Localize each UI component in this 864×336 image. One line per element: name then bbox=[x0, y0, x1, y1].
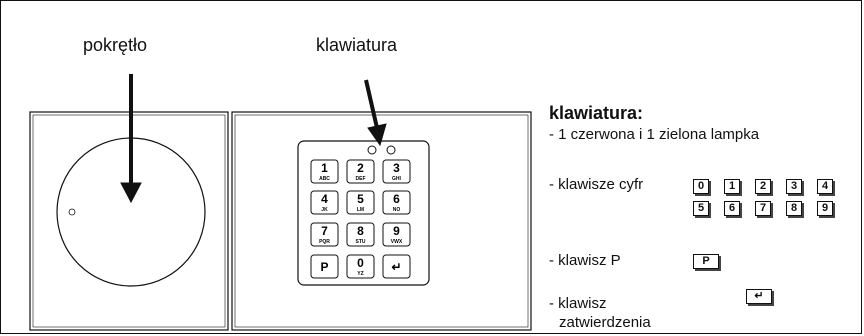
keypad-key-label: 1 bbox=[321, 161, 328, 175]
keypad-key-label: 8 bbox=[357, 224, 364, 238]
keypad-key-cap bbox=[382, 190, 411, 215]
keypad-arrow bbox=[364, 79, 387, 147]
keypad-key: 6NO bbox=[382, 190, 411, 215]
legend-enter-label-1: - klawisz bbox=[549, 295, 607, 312]
keypad-key-letters: VWX bbox=[391, 239, 403, 245]
red-lamp bbox=[367, 145, 377, 155]
keypad-key-cap bbox=[346, 254, 375, 279]
keypad-key-cap bbox=[310, 190, 339, 215]
keypad-key-cap bbox=[310, 159, 339, 184]
legend-enter-key: ↵ bbox=[746, 289, 772, 304]
legend-lamps: - 1 czerwona i 1 zielona lampka bbox=[549, 126, 760, 143]
keypad-key-letters: GHI bbox=[392, 176, 402, 182]
keypad-key-cap bbox=[346, 159, 375, 184]
keypad-panel-inner bbox=[234, 114, 529, 328]
keypad-key-cap bbox=[346, 222, 375, 247]
keypad-key-cap bbox=[382, 254, 411, 279]
dial-arrow bbox=[120, 74, 142, 204]
legend-digit-key: 3 bbox=[786, 179, 802, 194]
keypad-key-letters: PQR bbox=[319, 239, 330, 245]
legend-digits-label: - klawisze cyfr bbox=[549, 176, 644, 193]
keypad-key: 4JK bbox=[310, 190, 339, 215]
dial-label: pokrętło bbox=[83, 35, 148, 55]
keypad-key: ↵ bbox=[382, 254, 411, 279]
keypad-key-label: P bbox=[320, 260, 328, 274]
legend-p-label: - klawisz P bbox=[549, 252, 621, 269]
keypad-label: klawiatura bbox=[316, 35, 398, 55]
keypad-key-label: 6 bbox=[393, 192, 400, 206]
keypad-key-label: ↵ bbox=[391, 260, 401, 274]
keypad-key-letters: LM bbox=[357, 207, 364, 213]
keypad-key: 5LM bbox=[346, 190, 375, 215]
keypad-key-label: 9 bbox=[393, 224, 400, 238]
dial-marker bbox=[68, 208, 76, 216]
legend-title: klawiatura: bbox=[549, 103, 644, 123]
keypad-key-label: 4 bbox=[321, 192, 328, 206]
keypad-panel bbox=[231, 111, 532, 331]
legend-digit-key: 6 bbox=[724, 201, 740, 216]
keypad-key: P bbox=[310, 254, 339, 279]
legend-digit-key: 2 bbox=[755, 179, 771, 194]
legend-digit-key: 0 bbox=[693, 179, 709, 194]
keypad-key-label: 3 bbox=[393, 161, 400, 175]
legend-digit-key: 7 bbox=[755, 201, 771, 216]
legend-enter-label-2: zatwierdzenia bbox=[559, 314, 651, 331]
keypad-key-label: 7 bbox=[321, 224, 328, 238]
legend-digit-key: 8 bbox=[786, 201, 802, 216]
keypad-key-cap bbox=[382, 159, 411, 184]
keypad-key-label: 2 bbox=[357, 161, 364, 175]
keypad-key-letters: JK bbox=[321, 207, 328, 213]
legend-digit-key: 1 bbox=[724, 179, 740, 194]
keypad-key-letters: DEF bbox=[356, 176, 366, 182]
keypad-key-label: 0 bbox=[357, 256, 364, 270]
legend-digit-key: 4 bbox=[817, 179, 833, 194]
keypad-key-cap bbox=[382, 222, 411, 247]
legend-digit-key: 9 bbox=[817, 201, 833, 216]
keypad-housing bbox=[297, 140, 430, 286]
keypad-key-letters: NO bbox=[393, 207, 401, 213]
keypad-key-cap bbox=[346, 190, 375, 215]
legend-p-key: P bbox=[693, 254, 719, 269]
keypad-key: 0YZ bbox=[346, 254, 375, 279]
green-lamp bbox=[386, 145, 396, 155]
keypad-key-cap bbox=[310, 254, 339, 279]
keypad-key-letters: ABC bbox=[319, 176, 330, 182]
keypad-key-label: 5 bbox=[357, 192, 364, 206]
keypad-key-letters: STU bbox=[356, 239, 366, 245]
keypad-key-cap bbox=[310, 222, 339, 247]
legend-digit-key: 5 bbox=[693, 201, 709, 216]
keypad-key-letters: YZ bbox=[357, 271, 363, 277]
